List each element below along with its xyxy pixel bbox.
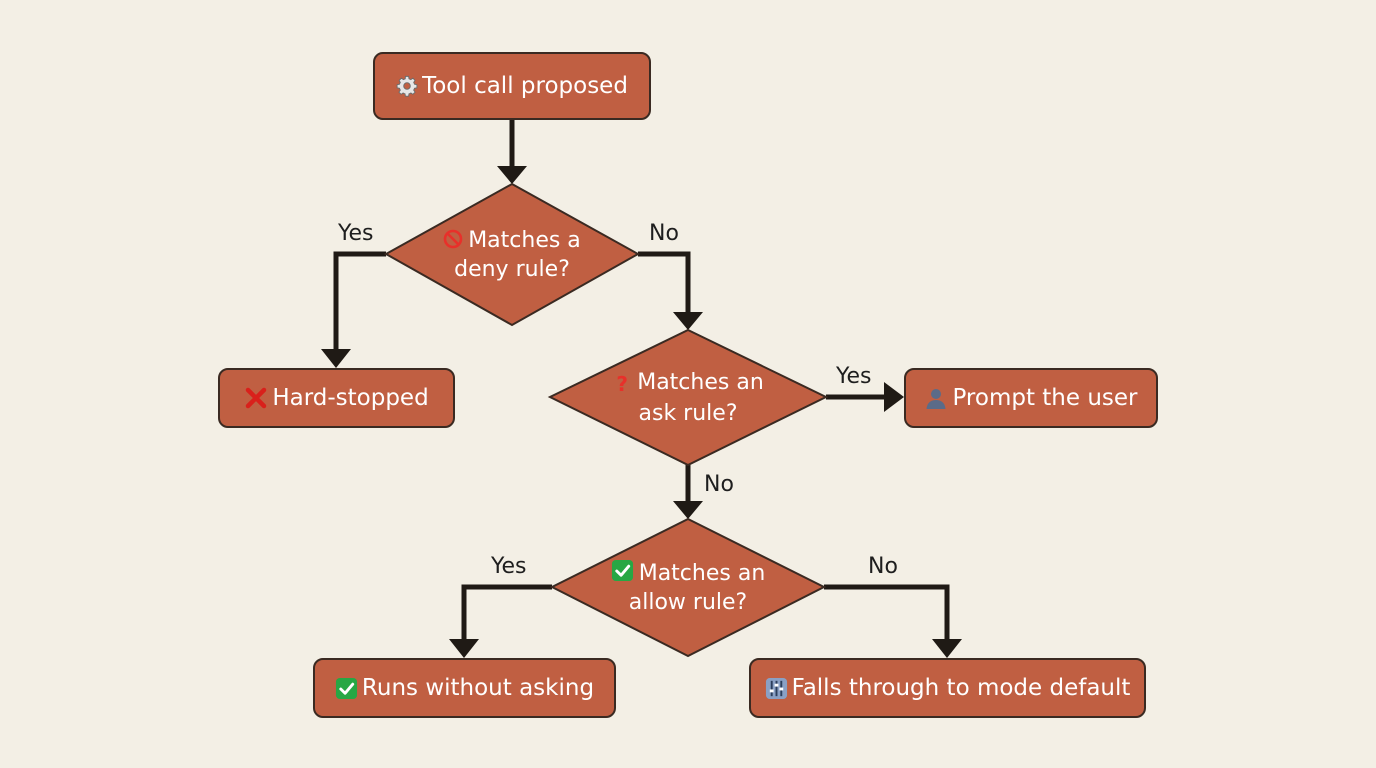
hard-stopped-label: Hard-stopped <box>272 385 429 411</box>
allow-decision-diamond <box>549 517 827 658</box>
prompt-user-node: Prompt the user <box>904 368 1158 428</box>
check-mark-icon <box>335 677 358 700</box>
arrowhead-start-to-deny <box>497 166 527 184</box>
arrowhead-deny-yes <box>321 349 351 368</box>
question-mark-icon: ? <box>616 372 629 396</box>
sliders-icon <box>765 677 788 700</box>
deny-line-2: deny rule? <box>454 257 570 282</box>
start-node: Tool call proposed <box>373 52 651 120</box>
arrowhead-allow-no <box>932 639 962 658</box>
deny-decision-diamond <box>383 182 641 327</box>
check-mark-icon <box>611 559 634 582</box>
ask-line-1: Matches an <box>637 370 764 395</box>
arrowhead-ask-no <box>673 501 703 519</box>
ask-line-2: ask rule? <box>638 401 738 426</box>
allow-no-label: No <box>868 554 898 579</box>
allow-line-2: allow rule? <box>628 590 748 615</box>
prohibited-icon <box>443 229 463 249</box>
arrowhead-allow-yes <box>449 639 479 658</box>
deny-decision-label: Matches a deny rule? <box>406 224 618 286</box>
ask-decision-diamond <box>547 328 829 467</box>
falls-through-node: Falls through to mode default <box>749 658 1146 718</box>
allow-decision-label: Matches an allow rule? <box>578 557 798 619</box>
deny-yes-label: Yes <box>338 221 374 246</box>
cross-mark-icon <box>244 386 268 410</box>
arrowhead-deny-no <box>673 312 703 330</box>
prompt-user-label: Prompt the user <box>952 385 1138 411</box>
user-silhouette-icon <box>924 386 948 410</box>
deny-no-label: No <box>649 221 679 246</box>
ask-no-label: No <box>704 472 734 497</box>
allow-yes-label: Yes <box>491 554 527 579</box>
gear-icon <box>396 75 418 97</box>
arrow-deny-yes <box>333 251 386 351</box>
arrow-deny-no <box>638 251 691 314</box>
deny-line-1: Matches a <box>468 228 581 253</box>
start-label: Tool call proposed <box>422 73 628 99</box>
ask-yes-label: Yes <box>836 364 872 389</box>
arrowhead-ask-yes <box>884 382 904 412</box>
arrow-allow-no <box>824 584 950 641</box>
hard-stopped-node: Hard-stopped <box>218 368 455 428</box>
arrow-allow-yes <box>461 584 552 641</box>
ask-decision-label: ? Matches an ask rule? <box>578 367 798 429</box>
runs-label: Runs without asking <box>361 675 595 701</box>
runs-without-asking-node: Runs without asking <box>313 658 616 718</box>
allow-line-1: Matches an <box>638 561 766 586</box>
falls-label: Falls through to mode default <box>791 675 1131 701</box>
